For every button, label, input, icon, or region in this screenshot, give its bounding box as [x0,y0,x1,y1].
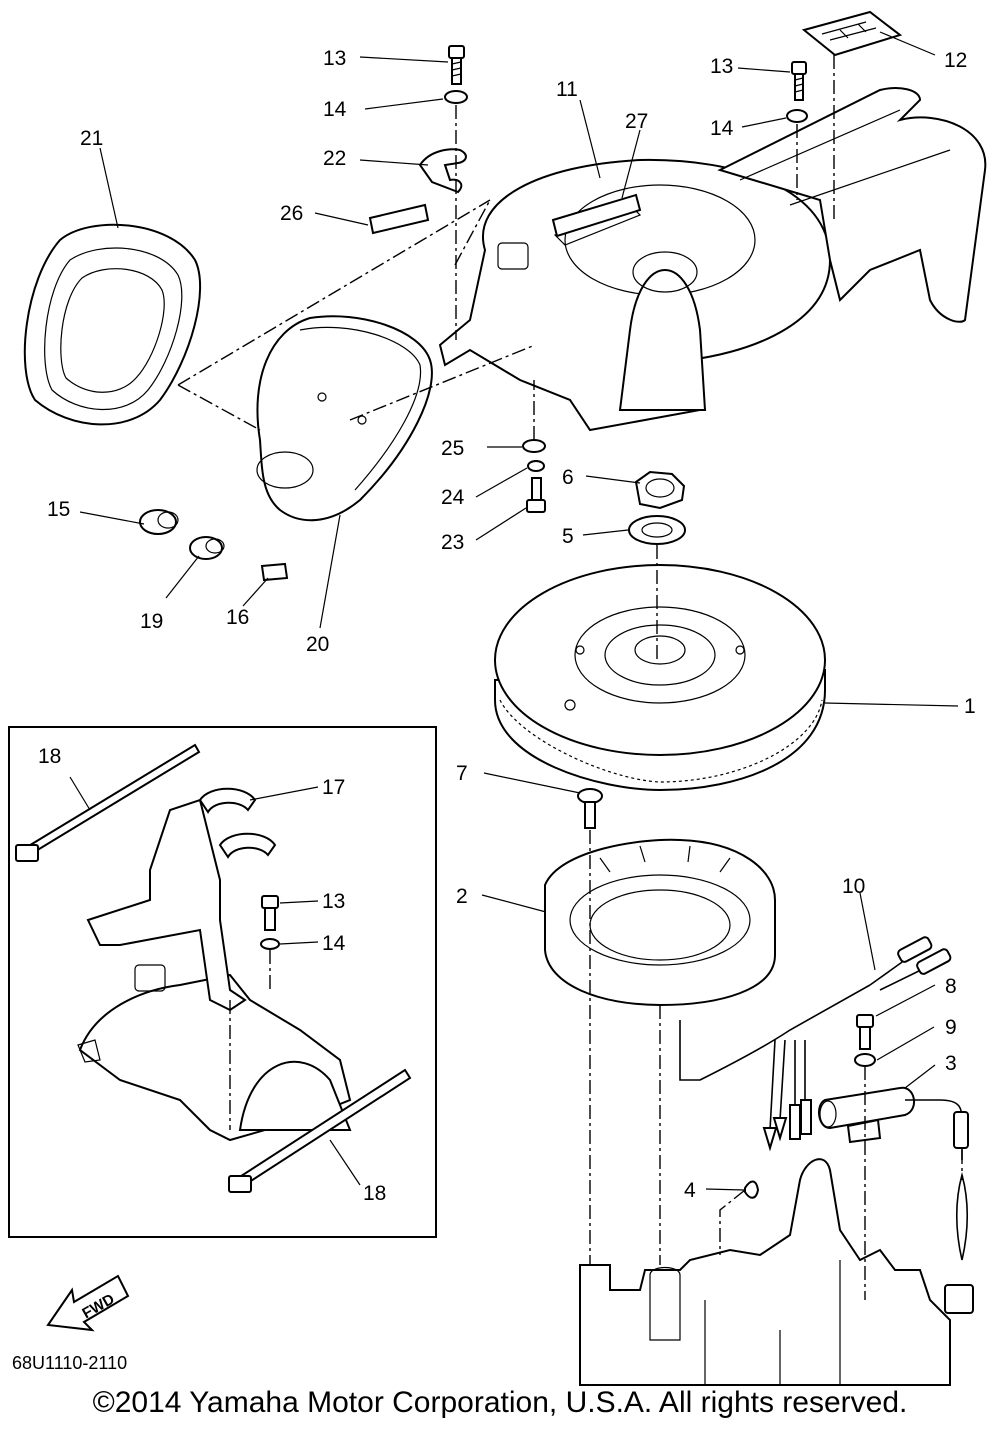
callout-19: 19 [140,610,163,633]
inset-washer-14 [260,938,280,950]
label-plate [801,10,903,57]
inset-bracket [77,798,352,1142]
inset-bolt-13 [261,895,279,931]
callout-3: 3 [945,1052,957,1075]
callout-13: 13 [710,55,733,78]
callout-8: 8 [945,975,957,998]
copyright-notice: ©2014 Yamaha Motor Corporation, U.S.A. A… [92,1386,908,1419]
callout-7: 7 [456,762,468,785]
callout-18: 18 [38,745,61,768]
bolt-13-right [791,61,807,101]
washer-25 [522,439,546,453]
flywheel [494,564,826,792]
callout-15: 15 [47,498,70,521]
washer-14-right [786,109,808,123]
callout-14: 14 [322,932,346,955]
label-26 [368,203,430,235]
callout-26: 26 [280,202,303,225]
washer-14-top [444,90,468,104]
callout-6: 6 [562,466,574,489]
plug-15 [139,509,179,535]
inset-tie-top [15,743,201,862]
washer-24 [527,460,545,472]
assembly-lines [177,55,963,1300]
callout-2: 2 [456,885,468,908]
callout-1: 1 [964,695,976,718]
label-27 [551,193,642,238]
callout-5: 5 [562,525,574,548]
inset-clip-17 [198,787,277,859]
washer-9 [854,1053,876,1067]
callout-25: 25 [441,437,464,460]
callout-20: 20 [306,633,329,656]
callout-13: 13 [323,47,346,70]
clamp-22 [418,148,467,194]
callout-9: 9 [945,1016,957,1039]
callout-16: 16 [226,606,249,629]
cowling-bracket [717,87,987,323]
flywheel-cover [438,158,832,432]
wire-harness-10 [679,936,952,1152]
pulser-coil-3 [818,1086,974,1314]
callout-13: 13 [322,890,345,913]
fwd-arrow-icon: FWD [46,1274,130,1332]
silencer-gasket [23,223,202,426]
callout-22: 22 [323,147,346,170]
callout-14: 14 [710,117,734,140]
callouts: 13 14 22 26 11 27 13 14 12 21 15 19 16 2… [38,47,976,1205]
callout-4: 4 [684,1179,696,1202]
bolt-8 [856,1014,874,1050]
screw-7 [577,788,603,829]
callout-14: 14 [323,98,347,121]
callout-24: 24 [441,486,465,509]
stator [544,838,776,1007]
callout-18: 18 [363,1182,386,1205]
key-4 [744,1180,760,1199]
callout-11: 11 [556,78,578,101]
callout-21: 21 [80,127,103,150]
diagram-code: 68U1110-2110 [12,1353,128,1373]
washer-5 [628,515,686,545]
callout-10: 10 [842,875,865,898]
callout-17: 17 [322,776,345,799]
nut-6 [634,470,686,510]
callout-23: 23 [441,531,464,554]
crankcase [579,1158,951,1386]
plug-19 [189,536,225,560]
inset-tie-bottom [228,1068,412,1193]
screw-23 [526,477,546,513]
inset-box [8,726,437,1238]
callout-12: 12 [944,49,967,72]
bolt-13-top [448,45,465,85]
silencer [256,315,433,522]
leader-lines [69,31,959,1191]
callout-27: 27 [625,110,648,133]
label-16 [260,562,289,582]
